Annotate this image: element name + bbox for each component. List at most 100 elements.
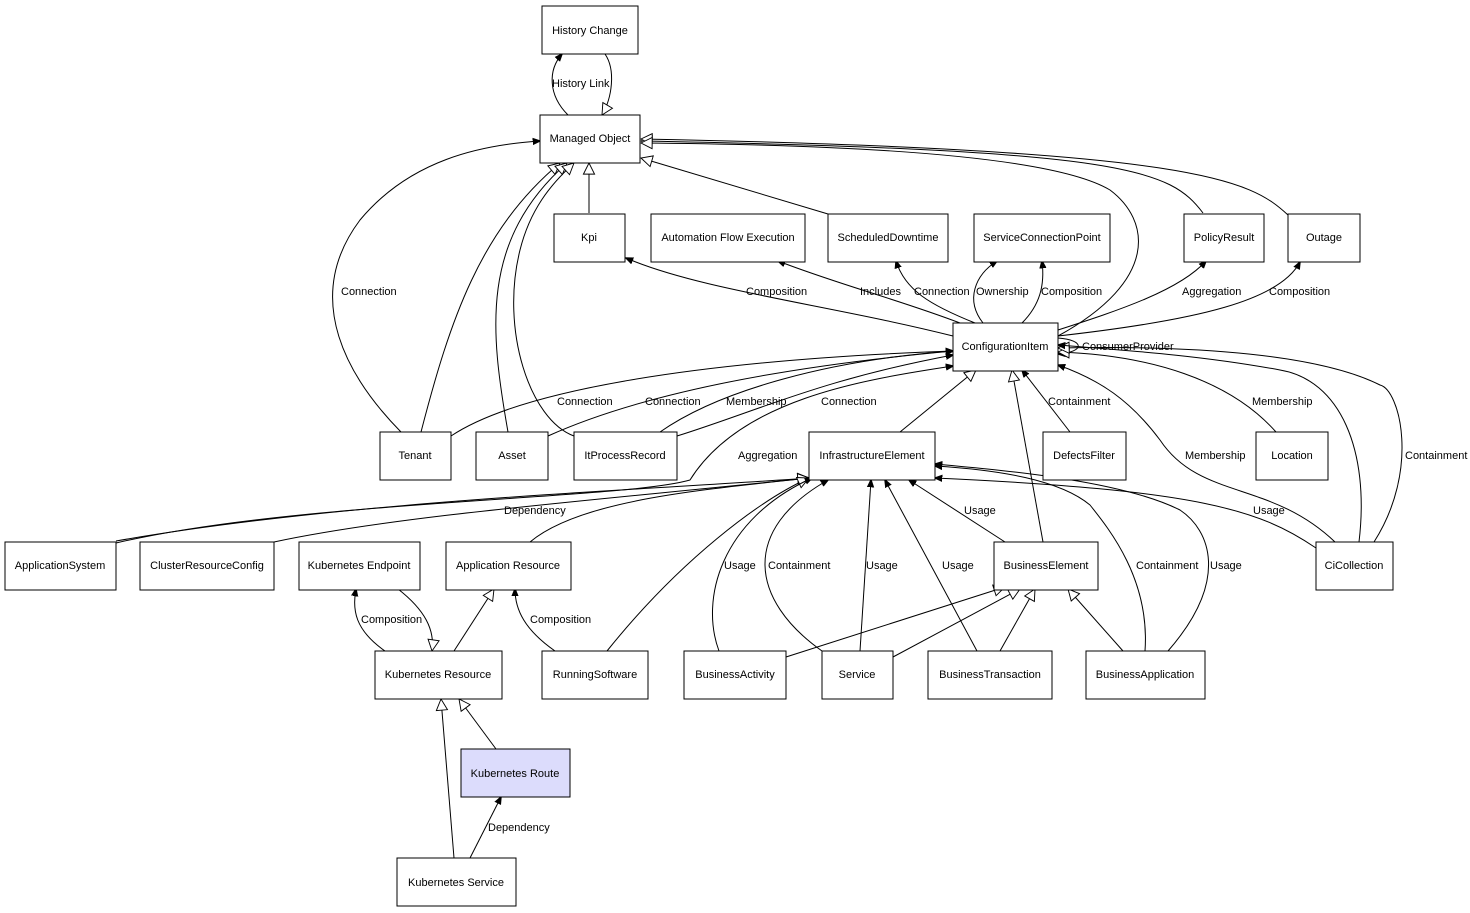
label-ci-containment-defects: Containment [1048, 396, 1110, 408]
node-kubernetes-endpoint[interactable]: Kubernetes Endpoint [298, 541, 421, 591]
node-tenant[interactable]: Tenant [379, 431, 452, 481]
node-application-resource[interactable]: Application Resource [445, 541, 572, 591]
node-policy-result[interactable]: PolicyResult [1183, 213, 1265, 263]
node-ci-collection[interactable]: CiCollection [1315, 541, 1394, 591]
edge-scheduled-downtime-inherits-managed-object [641, 158, 829, 215]
node-cluster-resource-config[interactable]: ClusterResourceConfig [139, 541, 275, 591]
node-label: Location [1271, 450, 1313, 462]
node-label: Kubernetes Endpoint [308, 560, 411, 572]
node-business-application[interactable]: BusinessApplication [1085, 650, 1206, 700]
node-defects-filter[interactable]: DefectsFilter [1042, 431, 1127, 481]
node-label: BusinessApplication [1096, 669, 1194, 681]
node-label: CiCollection [1325, 560, 1384, 572]
label-service-ie-containment: Containment [768, 560, 830, 572]
node-business-element[interactable]: BusinessElement [993, 541, 1099, 591]
node-label: DefectsFilter [1053, 450, 1115, 462]
node-service-connection-point[interactable]: ServiceConnectionPoint [973, 213, 1111, 263]
label-history-link: History Link [552, 78, 610, 90]
node-kpi[interactable]: Kpi [553, 213, 626, 263]
label-asset-ci-connection: Connection [645, 396, 701, 408]
edge-running-software-inherits-ie [606, 478, 809, 652]
edge-service-usage-ie [859, 480, 871, 652]
edge-be-usage-ie [909, 480, 1006, 543]
label-ci-kpi-composition: Composition [746, 286, 807, 298]
edge-history-link [551, 54, 569, 116]
edge-ba-usage-ie [712, 478, 812, 652]
node-kubernetes-route[interactable]: Kubernetes Route [460, 748, 571, 798]
node-automation-flow-execution[interactable]: Automation Flow Execution [650, 213, 806, 263]
edge-kroute-inherits-kr [459, 699, 497, 750]
node-application-system[interactable]: ApplicationSystem [4, 541, 117, 591]
node-managed-object[interactable]: Managed Object [539, 114, 641, 164]
edge-ci-connection-scheduled-downtime [896, 261, 976, 324]
edge-ci-composition-kpi [626, 258, 954, 337]
edge-ke-inherits-kr [397, 588, 433, 651]
edge-kr-composition-ke [355, 589, 386, 652]
node-label: ConfigurationItem [962, 341, 1049, 353]
edge-ci-ownership-scp [973, 261, 997, 324]
node-location[interactable]: Location [1255, 431, 1329, 481]
label-ci-afe-includes: Includes [860, 286, 901, 298]
edge-ci-includes-afe [778, 261, 961, 324]
edge-itprocess-membership-ci [659, 351, 953, 433]
node-kubernetes-service[interactable]: Kubernetes Service [396, 857, 517, 907]
node-running-software[interactable]: RunningSoftware [541, 650, 649, 700]
label-rs-ar-composition: Composition [530, 614, 591, 626]
label-cicoll-ci-membership: Membership [1185, 450, 1246, 462]
label-bapp-ie-usage: Usage [1210, 560, 1242, 572]
node-service[interactable]: Service [821, 650, 894, 700]
label-ipr-ci-membership: Membership [726, 396, 787, 408]
node-label: ClusterResourceConfig [150, 560, 264, 572]
node-label: Tenant [398, 450, 431, 462]
nodes: History Change Managed Object Kpi Automa… [4, 5, 1394, 907]
label-ci-sd-connection: Connection [914, 286, 970, 298]
edge-cicollection-containment-ci [1058, 347, 1403, 543]
node-label: Outage [1306, 232, 1342, 244]
node-business-activity[interactable]: BusinessActivity [683, 650, 787, 700]
edge-bapp-containment-ie [935, 466, 1146, 652]
edge-cicollection-ci-extra [1058, 345, 1362, 543]
label-ci-pr-aggregation: Aggregation [1182, 286, 1241, 298]
node-label: Kubernetes Service [408, 877, 504, 889]
node-label: BusinessActivity [695, 669, 775, 681]
node-label: Asset [498, 450, 526, 462]
edge-ci-aggregation-policyresult [1057, 261, 1206, 331]
edge-cicollection-usage-ie [935, 478, 1317, 549]
node-asset[interactable]: Asset [475, 431, 549, 481]
node-outage[interactable]: Outage [1287, 213, 1361, 263]
node-configuration-item[interactable]: ConfigurationItem [952, 322, 1059, 372]
label-cicoll-ie-usage: Usage [1253, 505, 1285, 517]
edge-cicollection-membership-ci [1058, 365, 1336, 543]
node-business-transaction[interactable]: BusinessTransaction [927, 650, 1053, 700]
edge-itprocess-connection-ci [676, 355, 953, 437]
edge-history-to-managed-object [602, 53, 612, 115]
node-scheduled-downtime[interactable]: ScheduledDowntime [827, 213, 949, 263]
node-infrastructure-element[interactable]: InfrastructureElement [808, 431, 936, 481]
edge-appsys-inherits-ie [115, 478, 809, 542]
node-kubernetes-resource[interactable]: Kubernetes Resource [374, 650, 503, 700]
label-ci-scp-ownership: Ownership [976, 286, 1029, 298]
label-ipr-ci-connection: Connection [821, 396, 877, 408]
label-appsys-ci-aggregation: Aggregation [738, 450, 797, 462]
edge-itprocess-inherits-managed-object [513, 163, 574, 437]
node-label: PolicyResult [1194, 232, 1255, 244]
label-location-ci-membership: Membership [1252, 396, 1313, 408]
node-label: InfrastructureElement [819, 450, 924, 462]
node-history-change[interactable]: History Change [541, 5, 639, 55]
label-ci-consumer-provider: ConsumerProvider [1082, 341, 1174, 353]
edge-ci-inherits-managed-object [641, 143, 1139, 337]
edge-ci-containment-defects [1022, 370, 1071, 433]
node-label: ApplicationSystem [15, 560, 106, 572]
edge-ks-inherits-kr [441, 699, 455, 859]
edge-labels: History Link Connection Composition Incl… [341, 78, 1467, 834]
node-label: Automation Flow Execution [661, 232, 794, 244]
node-label: Kubernetes Route [471, 768, 560, 780]
node-it-process-record[interactable]: ItProcessRecord [573, 431, 678, 481]
edge-rs-composition-ar [515, 589, 556, 652]
edges [115, 53, 1403, 859]
edge-tenant-connection-managed-object [332, 141, 540, 433]
label-ci-outage-composition: Composition [1269, 286, 1330, 298]
node-label: Service [839, 669, 876, 681]
label-bt-ie-usage: Usage [942, 560, 974, 572]
